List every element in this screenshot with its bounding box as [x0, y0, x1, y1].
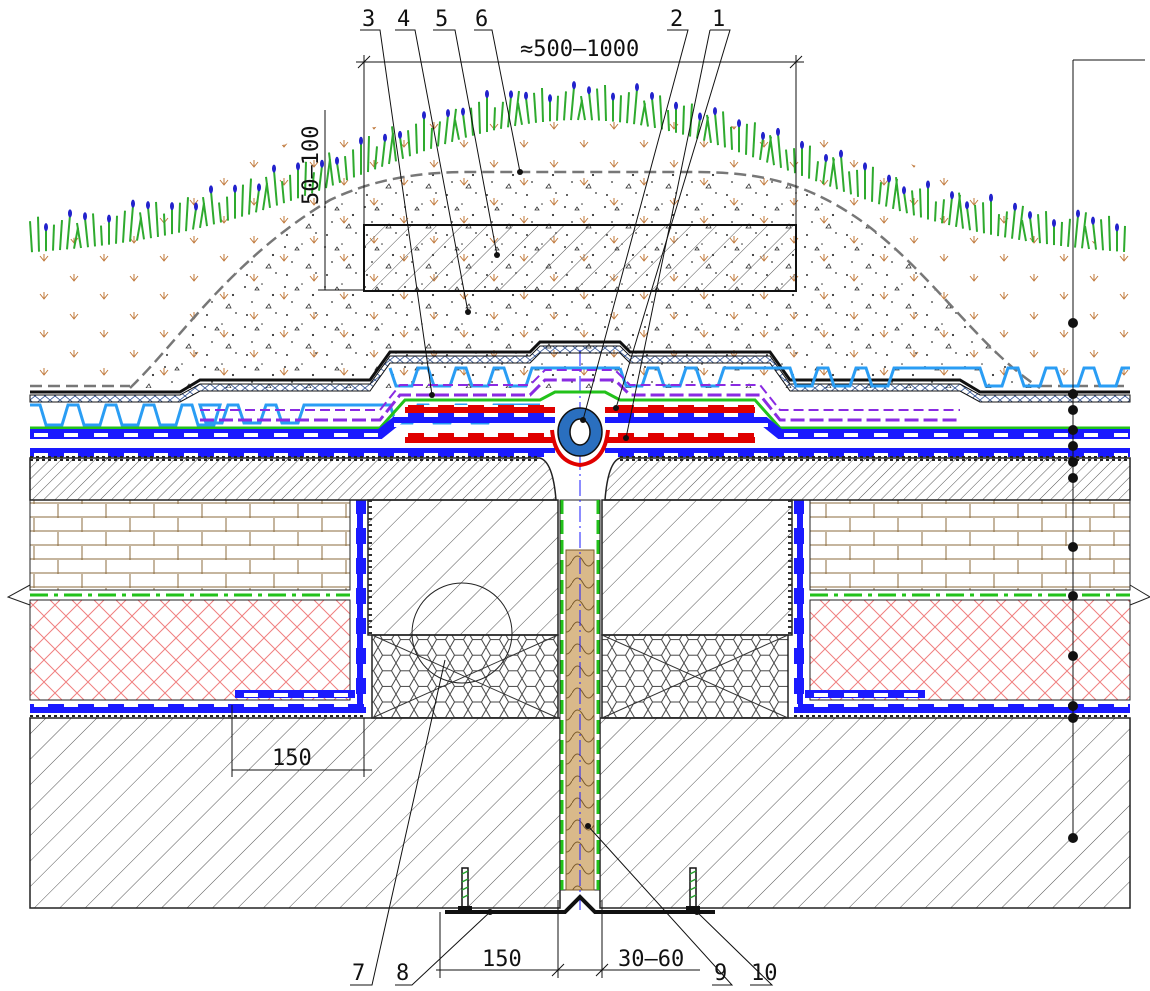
callout-underlines — [350, 29, 772, 986]
dimension-soil-thickness: 50–100 — [299, 126, 324, 205]
paving-block — [363, 224, 797, 292]
wall-membrane — [30, 500, 1130, 717]
drain-pipe-icon — [550, 407, 610, 468]
concrete-slab — [29, 717, 1131, 909]
callout-7: 7 — [352, 961, 365, 986]
callout-4: 4 — [397, 7, 410, 32]
callout-5: 5 — [435, 7, 448, 32]
dimension-lines — [231, 55, 804, 978]
expansion-joint — [559, 350, 601, 910]
callout-9: 9 — [714, 961, 727, 986]
membrane-stack — [29, 340, 1131, 458]
callout-10: 10 — [751, 961, 778, 986]
dimension-top-width: ≈500–1000 — [520, 37, 639, 62]
dimension-joint-width: 30–60 — [618, 947, 684, 972]
callout-dot-icon — [429, 169, 1078, 915]
brick-layer — [29, 499, 1131, 591]
grass-icon — [29, 81, 1126, 253]
bottom-cover-plate — [445, 894, 715, 914]
callout-3: 3 — [362, 7, 375, 32]
roof-deck — [29, 457, 1131, 501]
anchor-bolt-icon — [458, 867, 472, 911]
callout-8: 8 — [396, 961, 409, 986]
callout-1: 1 — [712, 7, 725, 32]
callout-6: 6 — [475, 7, 488, 32]
callout-2: 2 — [670, 7, 683, 32]
dimension-lap-left: 150 — [272, 746, 312, 771]
insulation-layer — [29, 593, 1131, 701]
dimension-bottom-lap: 150 — [482, 947, 522, 972]
anchor-bolt-icon — [686, 867, 700, 911]
